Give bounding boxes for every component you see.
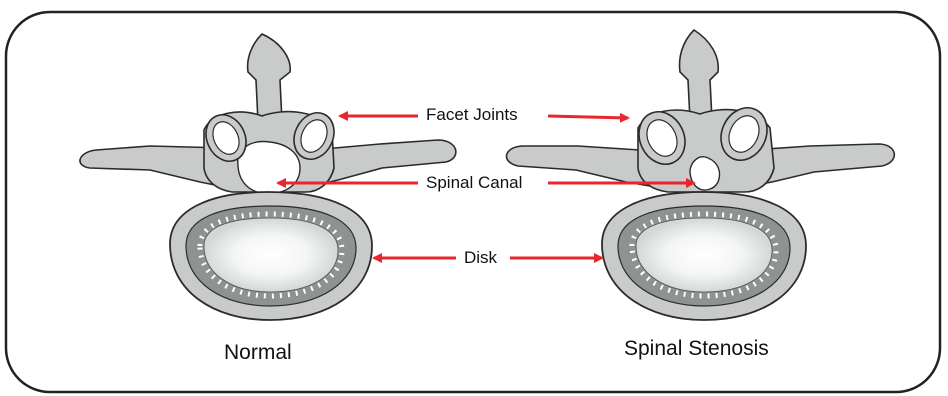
disk-stenosis (602, 192, 806, 320)
spinal-canal-label: Spinal Canal (422, 174, 526, 191)
disk-normal (170, 192, 372, 320)
spinal-stenosis-caption: Spinal Stenosis (620, 338, 773, 359)
spinal-canal-normal (238, 142, 300, 194)
facet-joints-label: Facet Joints (422, 106, 522, 123)
diagram-frame (6, 12, 940, 392)
normal-caption: Normal (220, 342, 296, 363)
arrow-facet-right (548, 116, 628, 118)
disk-label: Disk (460, 249, 501, 266)
